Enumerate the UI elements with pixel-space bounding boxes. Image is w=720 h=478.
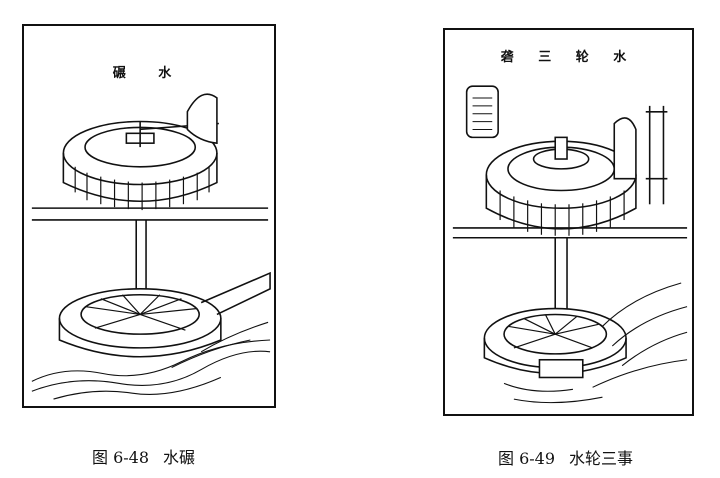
figure-number: 图 6-49 [498,449,556,468]
figure-title: 水碾 [163,448,196,467]
figure-water-mill: 碾 水 [22,24,276,408]
figure-three-function-water-wheel: 砻 三 轮 水 [443,28,694,416]
figure-caption: 图 6-48 水碾 [92,444,195,468]
figure-number: 图 6-48 [92,448,150,467]
plate-title: 碾 水 [112,66,186,81]
water-wheel-illustration [452,85,688,404]
figure-caption: 图 6-49 水轮三事 [498,445,633,469]
figure-title: 水轮三事 [569,449,634,468]
plate-title: 砻 三 轮 水 [500,50,637,65]
water-mill-illustration [31,93,271,400]
